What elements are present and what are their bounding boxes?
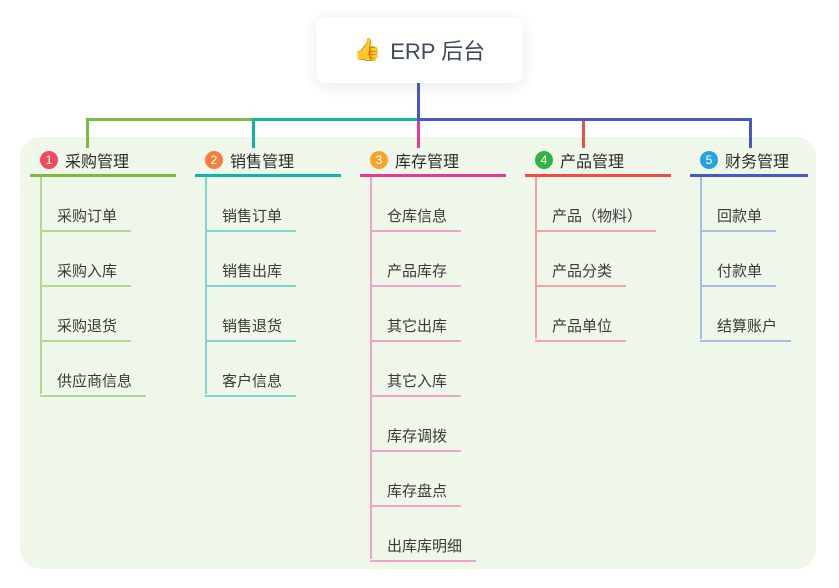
node-settlement-account[interactable]: 结算账户 — [700, 287, 792, 342]
node-product-category[interactable]: 产品分类 — [535, 232, 627, 287]
branch-finance-header[interactable]: 5 财务管理 — [690, 146, 808, 177]
node-purchase-inbound[interactable]: 采购入库 — [40, 232, 132, 287]
branch3-drop-line — [417, 121, 420, 148]
branch2-number-badge: 2 — [205, 151, 223, 169]
branch5-drop-line — [749, 118, 752, 148]
node-other-inbound[interactable]: 其它入库 — [370, 342, 462, 397]
node-product-material[interactable]: 产品（物料） — [535, 177, 657, 232]
branch-purchase: 1 采购管理 采购订单 采购入库 采购退货 供应商信息 — [30, 146, 176, 397]
branch2-label: 销售管理 — [230, 154, 295, 171]
branch1-label: 采购管理 — [65, 154, 130, 171]
node-sales-outbound[interactable]: 销售出库 — [205, 232, 297, 287]
branch2-drop-line — [252, 118, 255, 148]
node-stock-transfer[interactable]: 库存调拨 — [370, 397, 462, 452]
node-product-unit[interactable]: 产品单位 — [535, 287, 627, 342]
branch1-number-badge: 1 — [40, 151, 58, 169]
branch1-drop-line — [86, 118, 89, 148]
branch4-child-connector — [535, 177, 537, 339]
branch5-child-connector — [700, 177, 702, 339]
node-receipt-order[interactable]: 回款单 — [700, 177, 777, 232]
node-supplier-info[interactable]: 供应商信息 — [40, 342, 147, 397]
branch-product: 4 产品管理 产品（物料） 产品分类 产品单位 — [525, 146, 671, 342]
branch-finance: 5 财务管理 回款单 付款单 结算账户 — [690, 146, 808, 342]
branch4-label: 产品管理 — [560, 154, 625, 171]
node-outbound-detail[interactable]: 出库库明细 — [370, 507, 477, 562]
branch1-child-connector — [40, 177, 42, 394]
node-purchase-order[interactable]: 采购订单 — [40, 177, 132, 232]
branch3-label: 库存管理 — [395, 154, 460, 171]
branch-inventory-header[interactable]: 3 库存管理 — [360, 146, 506, 177]
bus-line-teal — [253, 118, 417, 121]
branch5-number-badge: 5 — [700, 151, 718, 169]
branch-purchase-header[interactable]: 1 采购管理 — [30, 146, 176, 177]
branches-panel-background — [20, 137, 816, 569]
branch-sales: 2 销售管理 销售订单 销售出库 销售退货 客户信息 — [195, 146, 341, 397]
root-connector-line — [417, 83, 420, 121]
thumbs-up-icon: 👍 — [353, 37, 382, 62]
branch-inventory: 3 库存管理 仓库信息 产品库存 其它出库 其它入库 库存调拨 库存盘点 出库库… — [360, 146, 506, 562]
node-product-stock[interactable]: 产品库存 — [370, 232, 462, 287]
branch3-child-connector — [370, 177, 372, 559]
branch2-child-connector — [205, 177, 207, 394]
node-customer-info[interactable]: 客户信息 — [205, 342, 297, 397]
branch-product-header[interactable]: 4 产品管理 — [525, 146, 671, 177]
branch4-drop-line — [582, 121, 585, 148]
root-node-label: ERP 后台 — [390, 39, 486, 64]
bus-line-blue — [420, 118, 752, 121]
node-sales-return[interactable]: 销售退货 — [205, 287, 297, 342]
node-payment-order[interactable]: 付款单 — [700, 232, 777, 287]
bus-line-green — [86, 118, 253, 121]
node-stock-check[interactable]: 库存盘点 — [370, 452, 462, 507]
node-warehouse-info[interactable]: 仓库信息 — [370, 177, 462, 232]
node-sales-order[interactable]: 销售订单 — [205, 177, 297, 232]
node-purchase-return[interactable]: 采购退货 — [40, 287, 132, 342]
node-other-outbound[interactable]: 其它出库 — [370, 287, 462, 342]
branch-sales-header[interactable]: 2 销售管理 — [195, 146, 341, 177]
branch3-number-badge: 3 — [370, 151, 388, 169]
branch4-number-badge: 4 — [535, 151, 553, 169]
root-node[interactable]: 👍 ERP 后台 — [316, 17, 523, 83]
branch5-label: 财务管理 — [725, 154, 790, 171]
